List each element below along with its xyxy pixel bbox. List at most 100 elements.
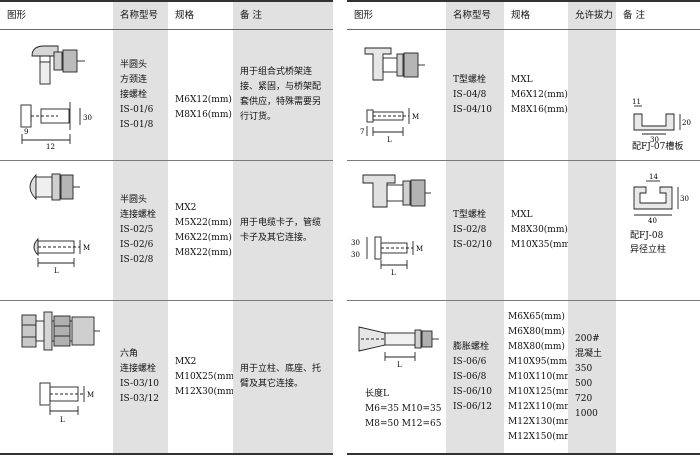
spec-line: M10X25(mm) <box>175 371 238 382</box>
header-figure: 图形 <box>0 0 113 30</box>
dim-l: L <box>54 267 59 275</box>
header-note: 备 注 <box>233 0 333 30</box>
force-cell-is06: 200# 混凝土 350 500 720 1000 <box>568 300 616 455</box>
name-cell-is04: T型螺栓 IS-04/8 IS-04/10 <box>446 30 504 160</box>
dim-30-a: 30 <box>351 239 360 247</box>
dim-40: 40 <box>648 217 657 225</box>
force-line: 720 <box>575 394 593 404</box>
note-caption-line: 异径立柱 <box>630 245 667 255</box>
note-text: 用于电缆卡子，管缆卡子及其它连接。 <box>240 217 322 243</box>
dim-l: L <box>60 416 65 424</box>
spec-line: M8X80(mm) <box>508 341 565 352</box>
name-line: 半圆头 <box>120 195 148 205</box>
right-table: 图形 名称型号 规格 允许拔力 备 注 <box>347 0 700 455</box>
name-line: IS-06/6 <box>453 356 487 367</box>
dim-l: L <box>387 136 392 144</box>
dim-m: M <box>416 245 423 253</box>
header-name-model: 名称型号 <box>446 0 504 30</box>
spec-line: M8X22(mm) <box>175 247 232 258</box>
name-line: IS-02/10 <box>453 240 493 250</box>
left-table: 图形 名称型号 规格 备 注 <box>0 0 333 455</box>
dim-12: 12 <box>46 143 55 151</box>
spec-line: M6X80(mm) <box>508 326 565 337</box>
spec-line: M12X130(mm) <box>508 416 577 427</box>
force-cell-is02-t <box>568 160 616 300</box>
length-caption-line: 长度L <box>365 389 389 399</box>
figure-cell-is01: 30 9 12 <box>0 30 113 160</box>
t-bolt-drawing: M L 7 <box>360 47 425 144</box>
dim-30-b: 30 <box>351 251 360 259</box>
note-caption-line: 配FJ-08 <box>630 231 664 241</box>
spec-cell-is04: MXL M6X12(mm) M8X16(mm) <box>504 30 568 160</box>
spec-line: MXL <box>511 74 533 85</box>
spec-line: M10X95(mm) <box>508 356 571 367</box>
spec-line: MXL <box>511 210 533 220</box>
hex-bolt-drawing: M L <box>21 311 100 424</box>
expansion-bolt-drawing: L <box>358 326 439 369</box>
name-line: 六角 <box>120 349 139 359</box>
spec-line: M6X12(mm) <box>511 89 568 100</box>
dim-14: 14 <box>649 173 658 181</box>
spec-line: M12X30(mm) <box>175 386 238 397</box>
spec-line: M8X16(mm) <box>175 110 232 120</box>
spec-cell-is03: MX2 M10X25(mm) M12X30(mm) <box>168 300 238 455</box>
force-line: 1000 <box>575 409 598 419</box>
figure-cell-is02: M L <box>0 160 113 300</box>
spec-line: M10X110(mm) <box>508 371 577 382</box>
note-cell-is04: 11 30 20 配FJ-07槽板 <box>616 30 700 160</box>
spec-line: M6X12(mm) <box>175 95 232 105</box>
header-note: 备 注 <box>616 0 700 30</box>
force-cell-is04 <box>568 30 616 160</box>
name-line: IS-03/10 <box>120 379 160 389</box>
note-cell-is02-t: 14 40 30 配FJ-08 异径立柱 <box>616 160 700 300</box>
name-line: 方颈连 <box>120 74 148 85</box>
spec-line: M6X22(mm) <box>175 232 232 243</box>
name-line: IS-01/6 <box>120 104 154 115</box>
dim-30: 30 <box>680 195 689 203</box>
spec-line: M10X125(mm) <box>508 386 577 397</box>
dim-30: 30 <box>650 136 659 144</box>
t-bolt-large-drawing: 30 30 L M <box>351 174 431 277</box>
name-line: 膨胀螺栓 <box>453 341 490 352</box>
spec-line: M6X65(mm) <box>508 311 565 322</box>
dim-9: 9 <box>24 128 28 136</box>
dim-20: 20 <box>682 119 691 127</box>
name-line: IS-02/6 <box>120 240 154 250</box>
name-line: IS-02/8 <box>453 225 487 235</box>
figure-cell-is03: M L <box>0 300 113 455</box>
fj07-channel-drawing: 11 30 20 <box>632 98 691 144</box>
spec-cell-is02: MX2 M5X22(mm) M6X22(mm) M8X22(mm) <box>168 160 233 300</box>
name-line: IS-06/12 <box>453 401 493 412</box>
spec-cell-is02-t: MXL M8X30(mm) M10X35(mm) <box>504 160 574 300</box>
round-head-bolt-drawing: M L <box>29 173 90 275</box>
name-line: IS-01/8 <box>120 119 154 130</box>
name-cell-is06: 膨胀螺栓 IS-06/6 IS-06/8 IS-06/10 IS-06/12 <box>446 300 504 455</box>
header-spec: 规格 <box>504 0 568 30</box>
name-line: IS-02/8 <box>120 255 154 265</box>
header-pull-force: 允许拔力 <box>568 0 616 30</box>
length-caption-line: M8=50 M12=65 <box>365 419 442 429</box>
header-spec: 规格 <box>168 0 233 30</box>
note-cell-is03: 用于立柱、底座、托臂及其它连接。 <box>233 300 333 455</box>
square-neck-bolt-drawing: 30 9 12 <box>20 45 92 151</box>
spec-cell-is06: M6X65(mm) M6X80(mm) M8X80(mm) M10X95(mm)… <box>504 300 577 455</box>
dim-7: 7 <box>360 128 364 136</box>
spec-line: M5X22(mm) <box>175 217 232 228</box>
spec-cell-is01: M6X12(mm) M8X16(mm) <box>168 30 233 160</box>
figure-cell-is06: L 长度L M6=35 M10=35 M8=50 M12=65 <box>347 300 446 455</box>
name-line: 连接螺栓 <box>120 210 157 220</box>
dim-m: M <box>412 113 419 121</box>
spec-line: M8X30(mm) <box>511 225 568 235</box>
note-text: 用于立柱、底座、托臂及其它连接。 <box>240 364 322 389</box>
spec-line: MX2 <box>175 356 197 367</box>
name-line: 接螺栓 <box>120 89 148 100</box>
name-cell-is03: 六角 连接螺栓 IS-03/10 IS-03/12 <box>113 300 168 455</box>
header-name-model: 名称型号 <box>113 0 168 30</box>
fj08-post-drawing: 14 40 30 <box>633 173 689 225</box>
name-line: T型螺栓 <box>453 210 487 220</box>
name-line: IS-06/8 <box>453 371 487 382</box>
spec-line: M8X16(mm) <box>511 104 568 115</box>
header-figure: 图形 <box>347 0 446 30</box>
spec-line: M12X150(mm) <box>508 431 577 442</box>
